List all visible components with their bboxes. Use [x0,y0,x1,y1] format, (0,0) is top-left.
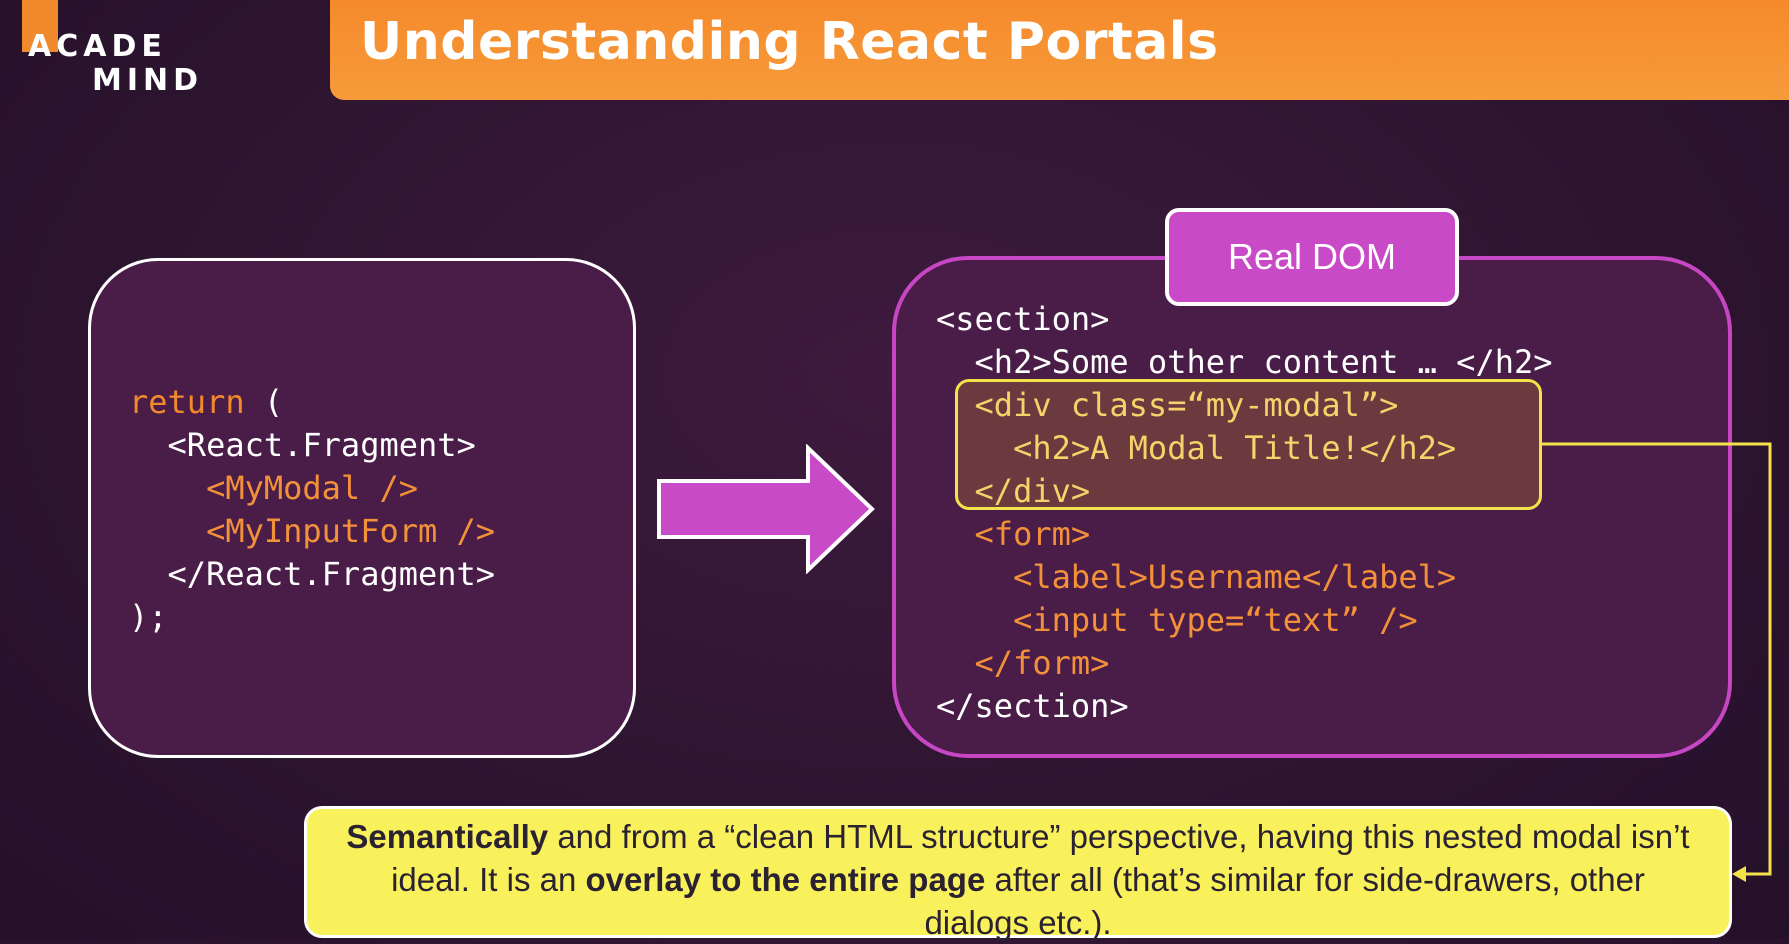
academind-logo: ACADE MIND [22,0,198,110]
logo-line-1: ACADE [28,29,167,64]
myinputform-line: <MyInputForm /> [206,512,496,550]
paren-open: ( [244,383,284,421]
fragment-close: </React.Fragment> [167,555,496,593]
section-open: <section> [936,300,1110,338]
section-close: </section> [936,687,1129,725]
jsx-code-box: return ( <React.Fragment> <MyModal /> <M… [88,258,636,758]
mymodal-line: <MyModal /> [206,469,418,507]
div-modal-open: <div class=“my-modal”> [974,386,1399,424]
form-open: <form> [974,515,1091,553]
modal-highlight [955,379,1542,510]
note-bold-semantically: Semantically [346,818,549,855]
note-bold-overlay: overlay to the entire page [585,861,986,898]
logo-bar [22,0,58,52]
return-keyword: return [129,383,245,421]
note-text-2: after all (that’s similar for side-drawe… [924,861,1645,941]
fragment-open: <React.Fragment> [167,426,476,464]
title-bar: Understanding React Portals [330,0,1789,100]
right-arrow-icon [657,444,875,574]
div-modal-close: </div> [974,472,1091,510]
real-dom-label: Real DOM [1165,208,1459,306]
h2-modal-line: <h2>A Modal Title!</h2> [1013,429,1457,467]
jsx-code: return ( <React.Fragment> <MyModal /> <M… [129,381,495,639]
form-close: </form> [974,644,1110,682]
logo-line-2: MIND [92,63,204,98]
dom-code: <section> <h2>Some other content … </h2>… [936,298,1553,728]
label-line: <label>Username</label> [1013,558,1457,596]
h2-other-line: <h2>Some other content … </h2> [974,343,1553,381]
input-line: <input type=“text” /> [1013,601,1418,639]
real-dom-code-layer: <section> <h2>Some other content … </h2>… [892,256,1732,758]
return-close: ); [129,598,168,636]
explanation-note: Semantically and from a “clean HTML stru… [304,806,1732,941]
slide-title: Understanding React Portals [360,12,1219,72]
note-text-1: and from a “clean HTML structure” perspe… [391,818,1690,898]
